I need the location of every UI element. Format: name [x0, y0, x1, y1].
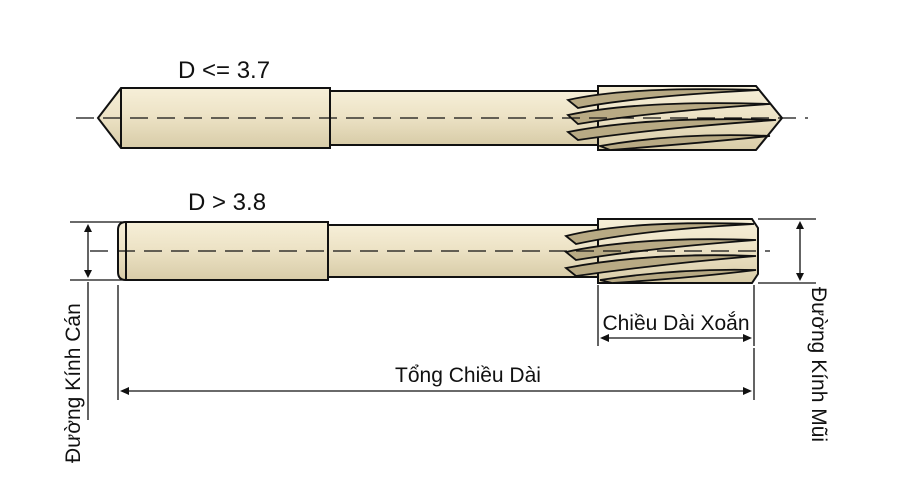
flute-length-label: Chiều Dài Xoắn — [602, 312, 749, 335]
shank-diameter-label: Đường Kính Cán — [62, 303, 85, 463]
tip-diameter-dimension: Đường Kính Mũi — [758, 218, 830, 442]
top-flutes — [565, 88, 777, 151]
shank-diameter-dimension: Đường Kính Cán — [62, 221, 126, 463]
top-reamer: D <= 3.7 — [76, 57, 808, 151]
bottom-reamer: D > 3.8 — [90, 189, 770, 284]
bottom-tool-label: D > 3.8 — [188, 189, 266, 216]
overall-length-dimension: Tổng Chiều Dài — [117, 285, 755, 400]
top-tool-label: D <= 3.7 — [178, 57, 270, 84]
overall-length-label: Tổng Chiều Dài — [395, 364, 541, 387]
tip-diameter-label: Đường Kính Mũi — [807, 287, 830, 442]
flute-length-dimension: Chiều Dài Xoắn — [597, 285, 755, 346]
top-flute-section — [597, 85, 784, 151]
bottom-flutes — [563, 222, 757, 284]
